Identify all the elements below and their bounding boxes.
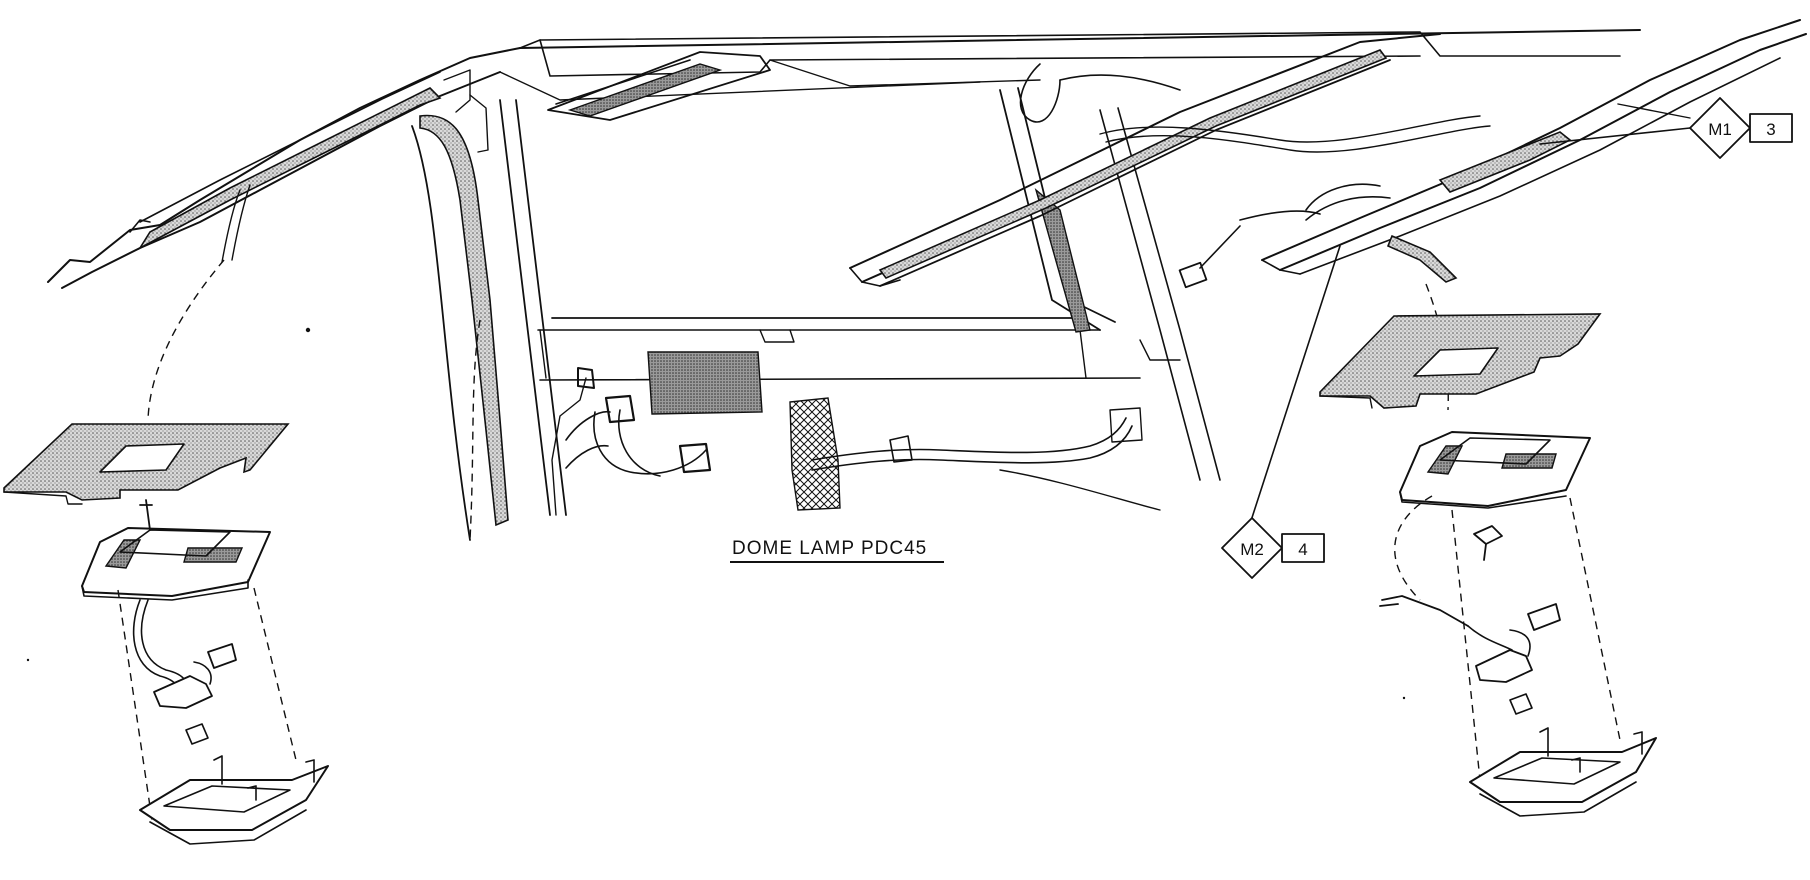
stray-mark (305, 327, 311, 333)
windshield-frame (499, 87, 1221, 516)
diagram-caption: DOME LAMP PDC45 (732, 538, 927, 559)
center-roof-rail (849, 33, 1491, 287)
roof-header (499, 29, 1641, 101)
left-lamp-assembly (3, 259, 329, 845)
leader-line-m1 (1539, 127, 1691, 145)
caption-group: DOME LAMP PDC45 (730, 538, 944, 563)
upper-center-bracket (547, 51, 1181, 123)
stray-mark (26, 658, 30, 662)
leader-line-m2 (1247, 245, 1341, 531)
left-roof-rail (47, 47, 521, 289)
stray-mark (1402, 696, 1406, 700)
center-dome-bracket (565, 351, 1161, 511)
callout-m1-box (1749, 113, 1793, 143)
callout-m2-number: 4 (1298, 540, 1307, 559)
callout-m1-code: M1 (1708, 120, 1732, 139)
callout-m1: M1 3 (1689, 97, 1793, 159)
leader-line-m1b (1617, 103, 1691, 119)
callout-m2-code: M2 (1240, 540, 1264, 559)
left-a-pillar (411, 94, 509, 541)
right-roof-rail (1178, 19, 1807, 289)
callout-m2: M2 4 (1221, 517, 1325, 579)
callout-m2-box (1281, 533, 1325, 563)
right-lamp-assembly (1319, 283, 1657, 817)
callout-m1-number: 3 (1766, 120, 1775, 139)
